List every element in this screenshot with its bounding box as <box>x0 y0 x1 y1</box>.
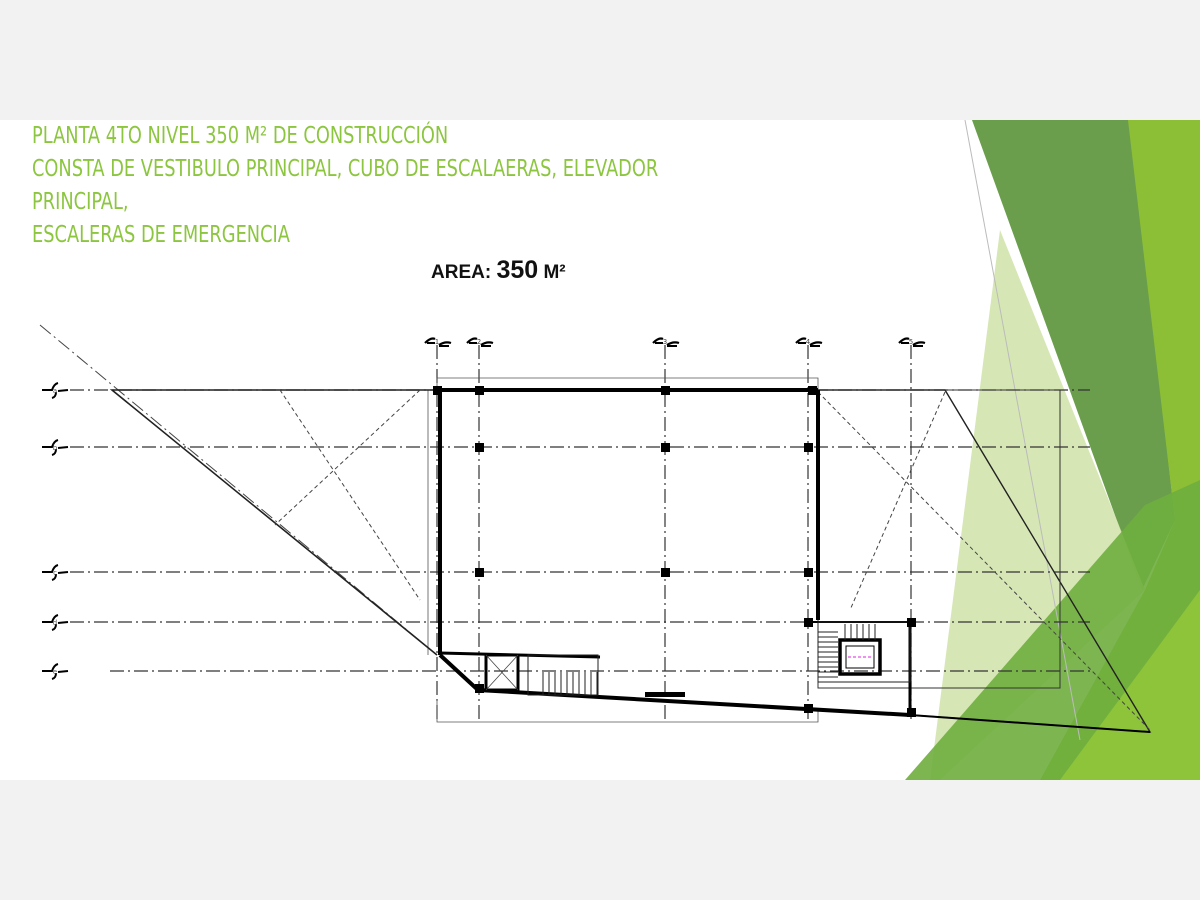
grid-bubble-5: 5 <box>898 337 926 347</box>
grid-label: 2 <box>477 338 481 346</box>
main-stairs <box>817 621 911 683</box>
area-label: AREA: <box>431 262 492 283</box>
column <box>475 568 484 577</box>
beam <box>645 692 685 697</box>
column <box>804 618 813 627</box>
slide: PLANTA 4TO NIVEL 350 M² DE CONSTRUCCIÓN … <box>0 120 1200 780</box>
grid-bubble-4: 4 <box>795 337 823 347</box>
floor-plan: 1 2 3 4 5 a b c d e <box>39 324 1152 733</box>
grid-label: 5 <box>909 338 913 346</box>
grid-label: 1 <box>435 338 439 346</box>
column <box>475 443 484 452</box>
grid-bubble-3: 3 <box>652 337 680 347</box>
grid-bubble-c: c <box>42 564 69 581</box>
column <box>808 386 817 395</box>
green-decoration <box>905 120 1200 780</box>
column <box>661 386 670 395</box>
grid-bubbles: 1 2 3 4 5 a b c d e <box>42 337 926 680</box>
column <box>661 568 670 577</box>
deco-shape-pale <box>930 230 1145 780</box>
grid-bubble-1: 1 <box>424 337 452 347</box>
grid-label: 3 <box>663 338 667 346</box>
elevator-shaft <box>838 638 882 676</box>
column <box>804 568 813 577</box>
grid-bubble-d: d <box>42 614 69 631</box>
grid-bubble-b: b <box>42 439 69 456</box>
grid-label: 4 <box>806 338 811 346</box>
title-line: PRINCIPAL, <box>32 189 129 215</box>
title-line: ESCALERAS DE EMERGENCIA <box>32 222 290 248</box>
area-value: 350 <box>496 256 539 284</box>
deco-shape-yellow <box>1060 590 1200 780</box>
grid-label: e <box>53 668 57 676</box>
emergency-stairs <box>527 654 599 696</box>
right-slab-outline <box>818 389 1152 733</box>
left-slab-outline <box>109 389 438 656</box>
column <box>475 684 484 693</box>
columns <box>433 386 916 717</box>
grid-bubble-a: a <box>42 382 69 399</box>
column <box>907 708 916 717</box>
column <box>475 386 484 395</box>
deco-shape-dark <box>972 120 1175 590</box>
emergency-stair-core <box>484 653 520 692</box>
column <box>433 386 442 395</box>
column <box>804 443 813 452</box>
grid-label: c <box>53 569 57 577</box>
title-line: CONSTA DE VESTIBULO PRINCIPAL, CUBO DE E… <box>32 156 659 182</box>
grid-label: a <box>53 387 57 395</box>
column <box>661 443 670 452</box>
grid-bubble-2: 2 <box>466 337 494 347</box>
column <box>804 704 813 713</box>
area-unit: M² <box>543 262 566 283</box>
grid-label: d <box>53 619 57 627</box>
title-line: PLANTA 4TO NIVEL 350 M² DE CONSTRUCCIÓN <box>32 123 449 149</box>
area-caption: AREA: 350 M² <box>431 256 566 285</box>
grid-lines <box>70 345 1090 722</box>
column <box>907 618 916 627</box>
grid-bubble-e: e <box>42 663 69 680</box>
grid-label: b <box>53 444 58 452</box>
slide-title: PLANTA 4TO NIVEL 350 M² DE CONSTRUCCIÓN … <box>32 120 760 252</box>
